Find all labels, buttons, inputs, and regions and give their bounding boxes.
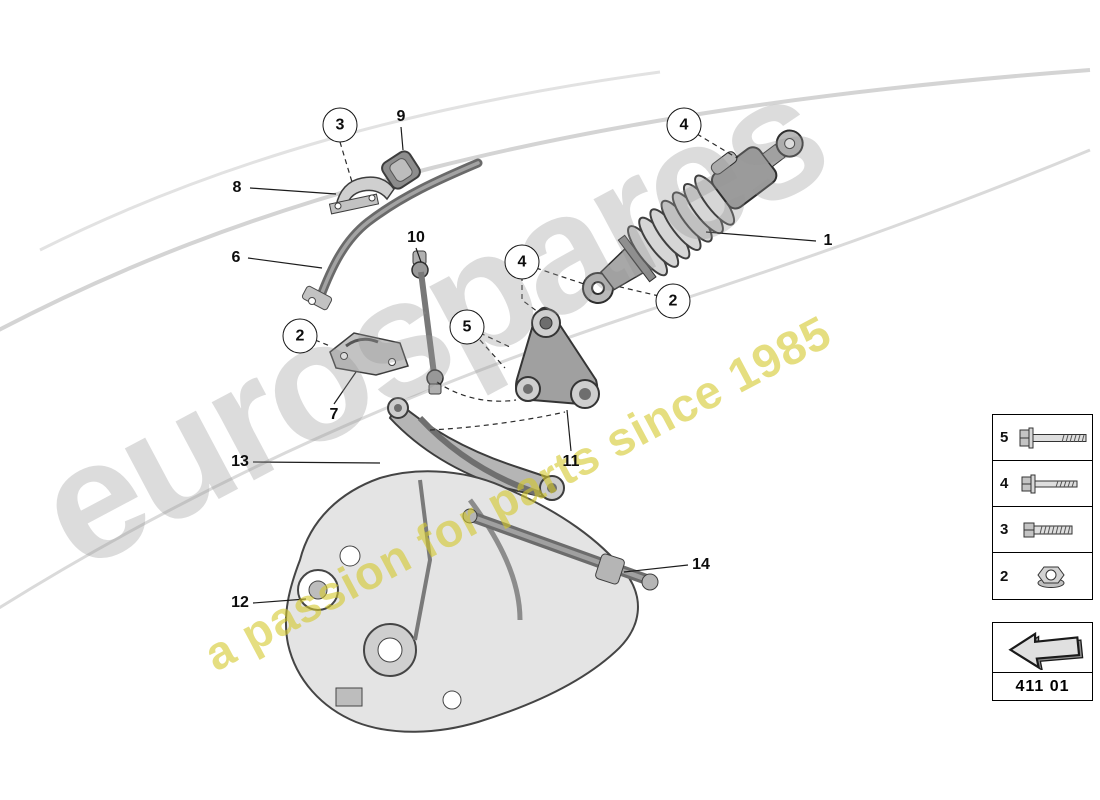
hex-bolt-medium-icon (1021, 474, 1078, 493)
legend-item-number: 5 (1000, 429, 1009, 446)
triangular-link-part (515, 306, 600, 409)
legend-item-number: 2 (1000, 567, 1009, 585)
hex-bolt-short-icon (1023, 522, 1073, 537)
callout-14[interactable]: 14 (692, 556, 710, 573)
callout-12[interactable]: 12 (231, 594, 249, 611)
callout-13[interactable]: 13 (231, 453, 249, 470)
bar-bracket-part (329, 332, 409, 376)
callout-circled-4-top[interactable]: 4 (666, 107, 702, 143)
part-group-code: 411 01 (1015, 677, 1070, 695)
leader-lines (247, 126, 817, 604)
back-arrow-icon (993, 623, 1092, 673)
flange-nut-icon (1037, 566, 1065, 588)
legend-item-number: 3 (1000, 521, 1009, 538)
hex-bolt-long-icon (1019, 427, 1087, 448)
callout-9[interactable]: 9 (396, 108, 406, 125)
part-group-box[interactable]: 411 01 (992, 622, 1093, 701)
legend-item-2[interactable]: 2 (993, 553, 1092, 599)
subframe-part (284, 470, 639, 733)
callout-circled-2-right[interactable]: 2 (655, 283, 691, 319)
callout-10[interactable]: 10 (407, 229, 425, 246)
callout-circled-2-left[interactable]: 2 (282, 318, 318, 354)
callout-6[interactable]: 6 (231, 249, 241, 266)
legend-item-5[interactable]: 5 (993, 415, 1092, 461)
shock-absorber-part (582, 129, 804, 304)
callout-11[interactable]: 11 (562, 453, 580, 470)
decorative-swoosh (0, 68, 1091, 610)
callout-8[interactable]: 8 (232, 179, 242, 196)
callout-circled-3[interactable]: 3 (322, 107, 358, 143)
fastener-legend: 5 4 3 (992, 414, 1093, 600)
drop-link-part (411, 250, 444, 395)
dashed-leader-lines (314, 133, 738, 431)
callout-7[interactable]: 7 (329, 406, 339, 423)
cross-member-part (462, 508, 659, 591)
callout-circled-5[interactable]: 5 (449, 309, 485, 345)
callout-circled-4-mid[interactable]: 4 (504, 244, 540, 280)
legend-item-number: 4 (1000, 475, 1009, 492)
stabilizer-bushing-part (381, 150, 421, 190)
legend-item-4[interactable]: 4 (993, 461, 1092, 507)
callout-1[interactable]: 1 (823, 232, 833, 249)
legend-item-3[interactable]: 3 (993, 507, 1092, 553)
stabilizer-clamp-part (328, 176, 395, 215)
stabilizer-bar-part (301, 158, 483, 311)
